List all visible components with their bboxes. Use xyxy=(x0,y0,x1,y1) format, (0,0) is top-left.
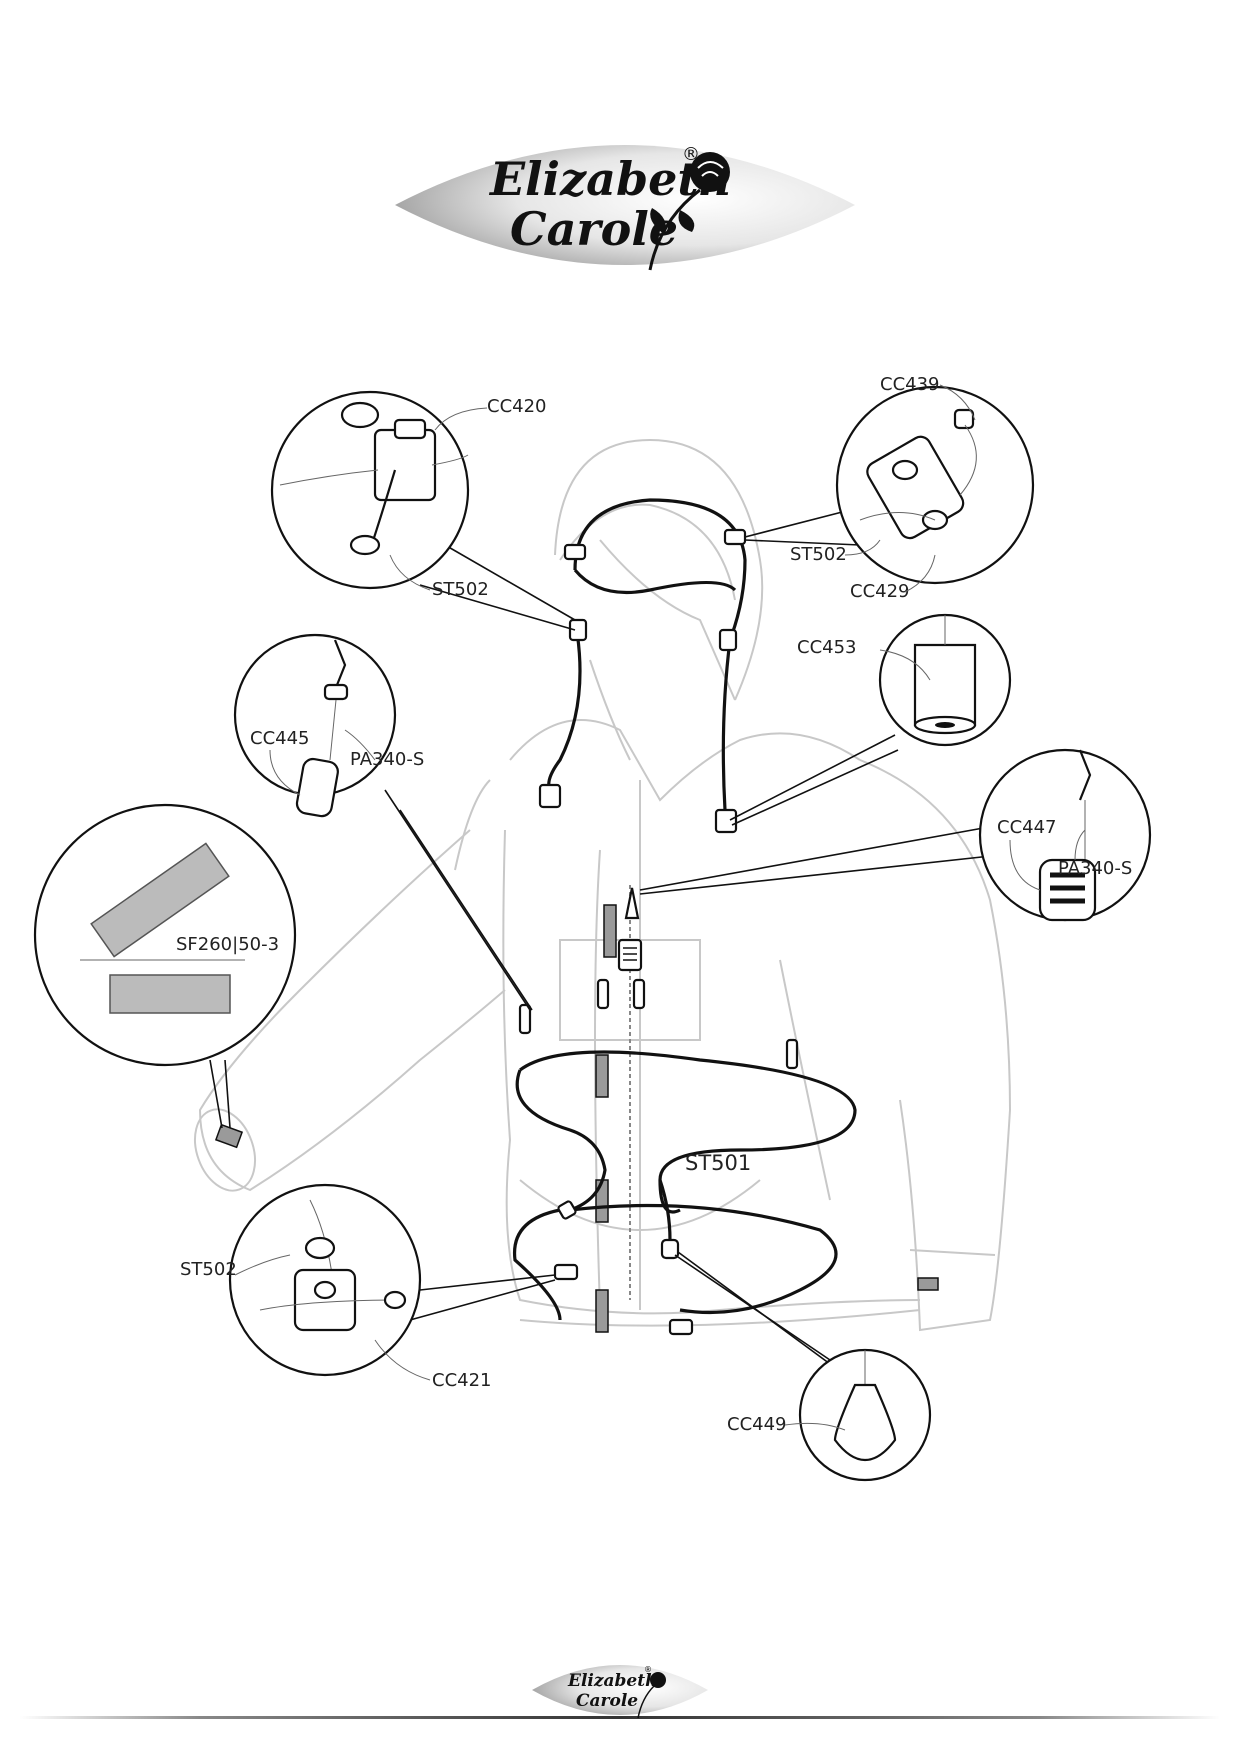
label-pa340-right: PA340-S xyxy=(1058,858,1132,879)
registered-mark-small: ® xyxy=(644,1665,652,1674)
detail-cc445 xyxy=(233,633,397,818)
label-pointers xyxy=(234,384,1086,1431)
label-st501: ST501 xyxy=(685,1151,751,1175)
logo-small-line1: Elizabeth xyxy=(567,1671,657,1691)
label-cc453: CC453 xyxy=(797,637,857,658)
label-st502-hood-left: ST502 xyxy=(432,579,489,600)
label-cc447: CC447 xyxy=(997,817,1057,838)
label-cc421: CC421 xyxy=(432,1370,492,1391)
brand-logo-small-graphic: Elizabeth Carole ® xyxy=(532,1665,708,1719)
label-st502-hood-right: ST502 xyxy=(790,544,847,565)
zipper-pull-icon xyxy=(785,1038,799,1070)
front-zippers xyxy=(214,885,939,1333)
brand-logo-graphic: Elizabeth Carole ® xyxy=(395,144,855,271)
brand-logo-top: Elizabeth Carole ® xyxy=(390,110,860,300)
label-st502-hem: ST502 xyxy=(180,1259,237,1280)
zipper-pull-icon xyxy=(518,1003,532,1035)
footer-rule xyxy=(20,1716,1220,1719)
reflective-tape-icon xyxy=(917,1277,939,1291)
rose-icon xyxy=(648,152,730,271)
cord-lock-icon xyxy=(563,543,587,561)
logo-lens-shape xyxy=(395,145,855,265)
zipper-pull-icon xyxy=(632,978,646,1010)
zipper-pull-icon xyxy=(596,978,610,1010)
detail-cc439 xyxy=(835,385,1035,585)
logo-small-line2: Carole xyxy=(576,1691,638,1711)
detail-cc449 xyxy=(798,1348,932,1482)
reflective-tape-icon xyxy=(214,1123,244,1149)
detail-cc420 xyxy=(270,390,470,590)
leader-lines xyxy=(209,509,1001,1376)
cord-end-icon xyxy=(538,783,562,809)
rose-icon xyxy=(637,1672,666,1719)
detail-cc453 xyxy=(878,613,1012,747)
cord-lock-icon xyxy=(723,528,747,546)
label-pa340-left: PA340-S xyxy=(350,749,424,770)
cord-end-icon xyxy=(714,808,738,834)
waist-drawcord xyxy=(512,1050,857,1336)
label-cc449: CC449 xyxy=(727,1414,787,1435)
label-cc445: CC445 xyxy=(250,728,310,749)
cord-lock-icon xyxy=(718,628,738,652)
cord-lock-icon xyxy=(553,1263,579,1281)
cord-lock-icon xyxy=(568,618,588,642)
detail-sf260 xyxy=(33,803,297,1067)
zipper-pull-icon xyxy=(617,887,643,972)
cord-end-icon xyxy=(660,1238,680,1260)
detail-cc447 xyxy=(978,748,1152,922)
brand-logo-bottom: Elizabeth Carole ® xyxy=(530,1650,710,1730)
label-cc420: CC420 xyxy=(487,396,547,417)
detail-cc421 xyxy=(228,1183,422,1377)
reflective-tape-icon xyxy=(603,904,617,958)
reflective-tape-icon xyxy=(595,1289,609,1333)
reflective-tape-icon xyxy=(595,1054,609,1098)
label-sf260: SF260|50-3 xyxy=(176,934,279,955)
label-cc439: CC439 xyxy=(880,374,940,395)
label-cc429: CC429 xyxy=(850,581,910,602)
cord-end-icon xyxy=(557,1200,577,1220)
logo-line2: Carole xyxy=(510,202,678,256)
reflective-tape-icon xyxy=(595,1179,609,1223)
hood-drawcord xyxy=(538,498,747,834)
cord-lock-icon xyxy=(668,1318,694,1336)
